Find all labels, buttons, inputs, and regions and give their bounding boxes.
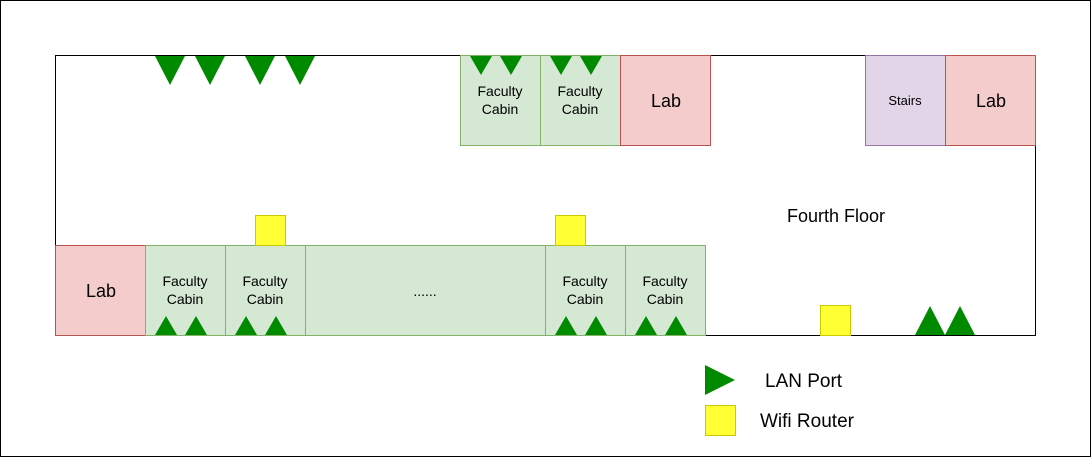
lan-port-icon	[195, 56, 225, 85]
lan-port-icon	[235, 316, 257, 335]
top-lab-2: Lab	[945, 55, 1036, 146]
lan-port-icon	[155, 56, 185, 85]
legend-lan-port-icon	[705, 365, 735, 395]
lab-label: Lab	[651, 91, 681, 111]
room-label-line2: Cabin	[167, 291, 204, 307]
bottom-ellipsis-block: ......	[305, 245, 546, 336]
wifi-router-icon	[820, 305, 851, 336]
lab-label: Lab	[86, 281, 116, 301]
lan-port-icon	[500, 56, 522, 75]
bottom-faculty-cabin-3: Faculty Cabin	[545, 245, 626, 336]
room-label-line1: Faculty	[242, 273, 287, 289]
lan-port-icon	[245, 56, 275, 85]
lan-port-icon	[635, 316, 657, 335]
top-lab-1: Lab	[620, 55, 711, 146]
stairs-label: Stairs	[888, 93, 922, 108]
lan-port-icon	[580, 56, 602, 75]
room-label-line2: Cabin	[567, 291, 604, 307]
top-faculty-cabin-1: Faculty Cabin	[460, 55, 541, 146]
room-label-line1: Faculty	[562, 273, 607, 289]
lan-port-icon	[550, 56, 572, 75]
room-label-line2: Cabin	[482, 101, 519, 117]
lan-port-icon	[265, 316, 287, 335]
legend-wifi-router-icon	[705, 405, 736, 436]
bottom-lab: Lab	[55, 245, 146, 336]
room-label-line2: Cabin	[647, 291, 684, 307]
room-label-line1: Faculty	[557, 83, 602, 99]
room-label-line1: Faculty	[642, 273, 687, 289]
lan-port-icon	[470, 56, 492, 75]
legend-lan-port-label: LAN Port	[765, 371, 843, 392]
wifi-router-icon	[255, 215, 286, 246]
bottom-faculty-cabin-2: Faculty Cabin	[225, 245, 306, 336]
bottom-faculty-cabin-1: Faculty Cabin	[145, 245, 226, 336]
bottom-faculty-cabin-4: Faculty Cabin	[625, 245, 706, 336]
ellipsis-label: ......	[413, 283, 436, 299]
legend: LAN Port Wifi Router	[705, 365, 855, 436]
room-label-line2: Cabin	[247, 291, 284, 307]
wifi-router-icon	[555, 215, 586, 246]
lan-port-icon	[945, 306, 975, 335]
lan-port-icon	[185, 316, 207, 335]
room-label-line1: Faculty	[162, 273, 207, 289]
room-label-line2: Cabin	[562, 101, 599, 117]
lab-label: Lab	[976, 91, 1006, 111]
lan-port-icon	[155, 316, 177, 335]
legend-wifi-router-label: Wifi Router	[760, 411, 855, 432]
lan-port-icon	[665, 316, 687, 335]
lan-port-icon	[585, 316, 607, 335]
lan-port-icon	[915, 306, 945, 335]
room-label-line1: Faculty	[477, 83, 522, 99]
floor-title: Fourth Floor	[787, 206, 885, 226]
stairs: Stairs	[865, 55, 946, 146]
lan-port-icon	[555, 316, 577, 335]
top-faculty-cabin-2: Faculty Cabin	[540, 55, 621, 146]
lan-port-icon	[285, 56, 315, 85]
